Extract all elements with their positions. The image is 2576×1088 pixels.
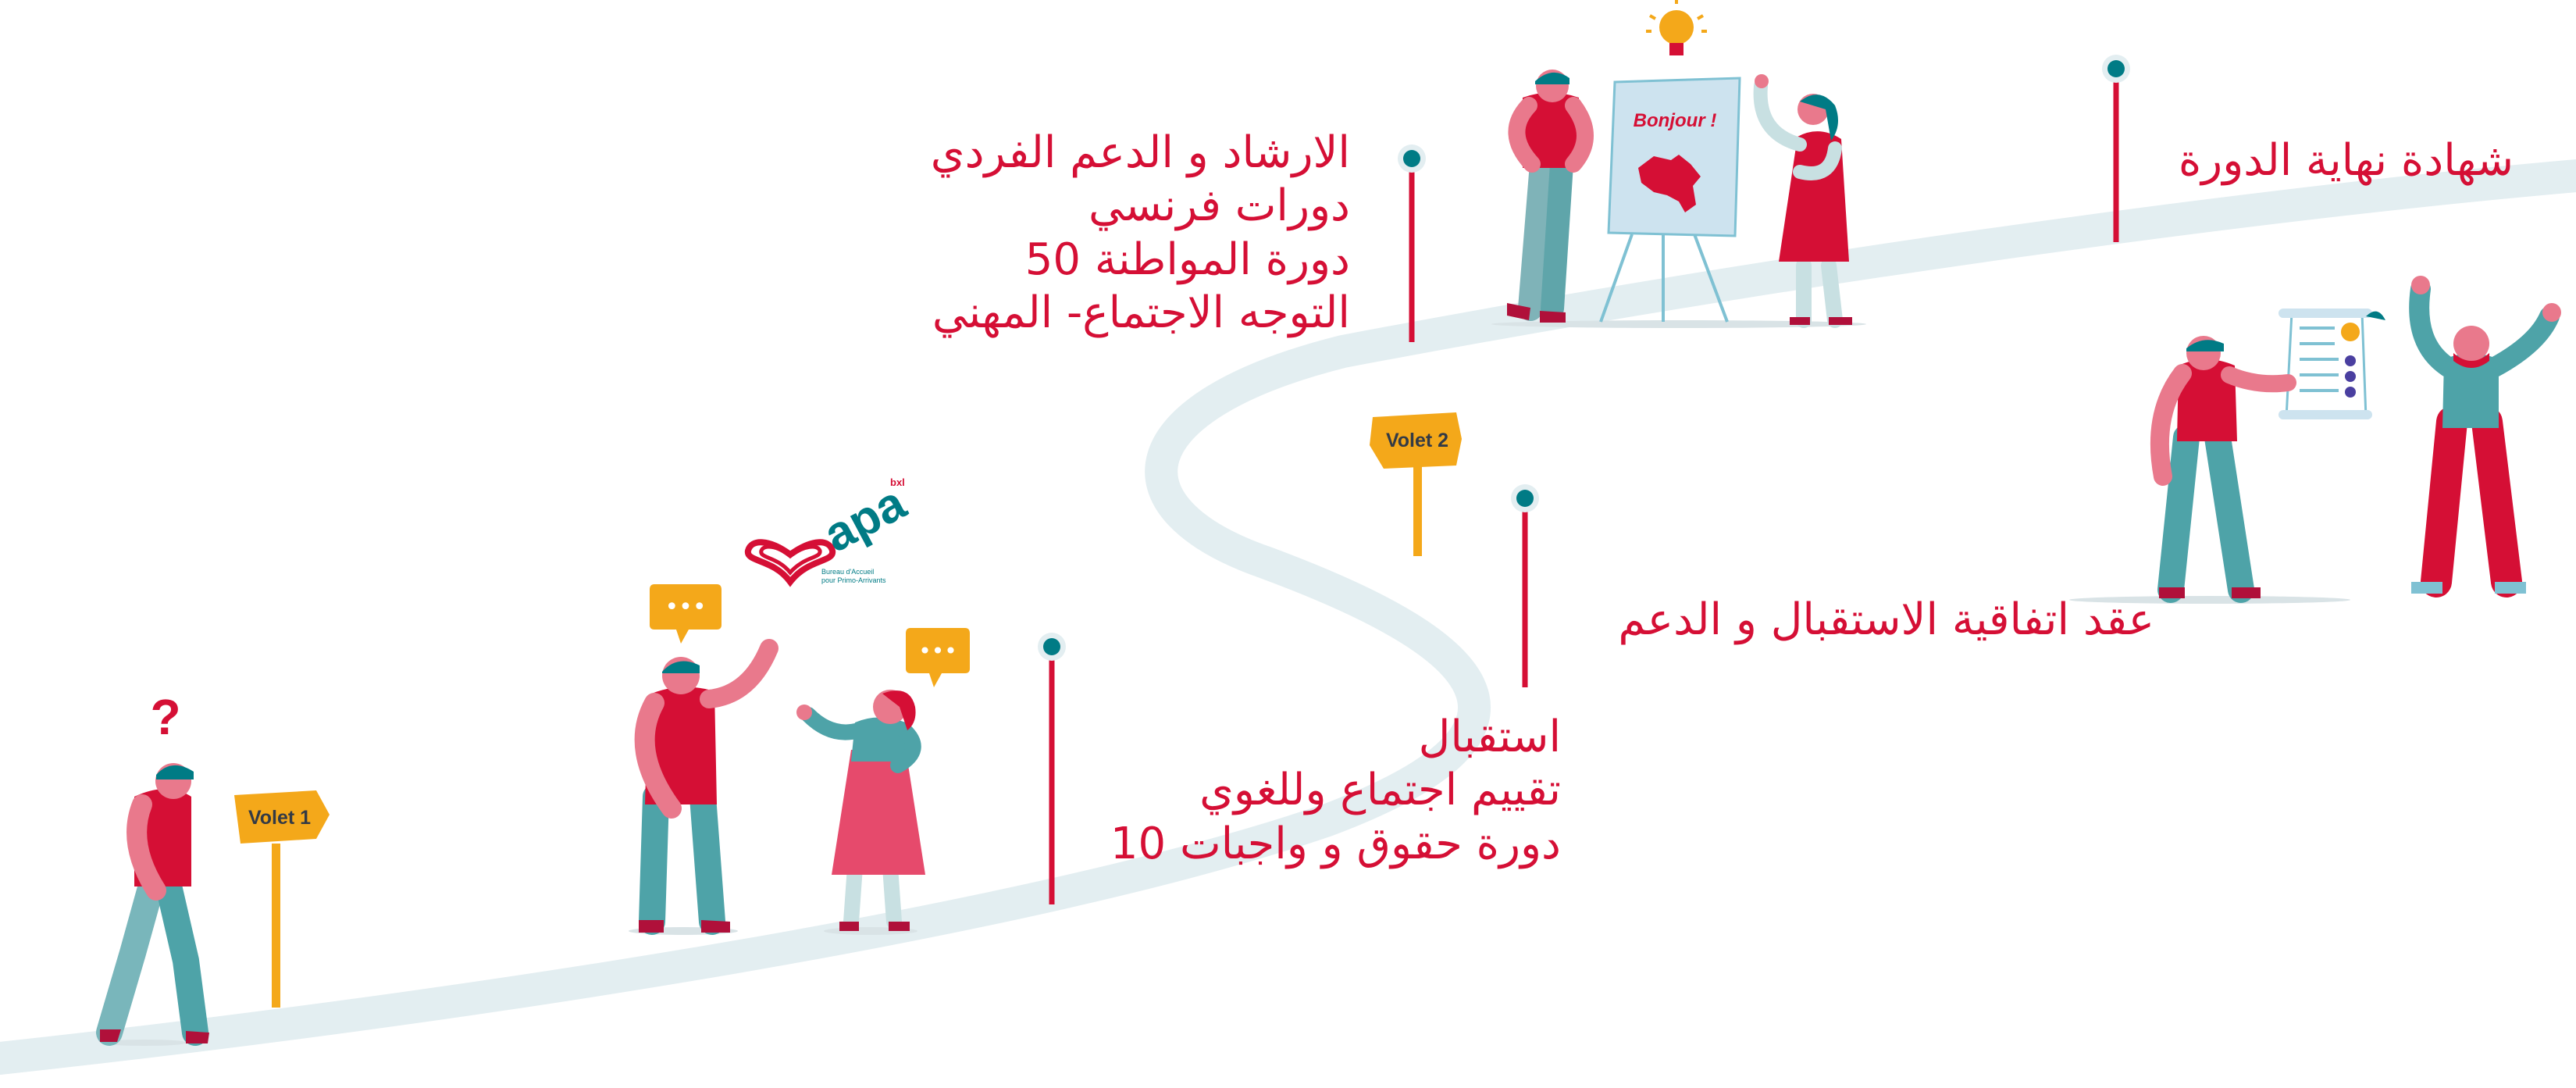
step2-text: عقد اتفاقية الاستقبال و الدعم bbox=[1618, 594, 2154, 647]
svg-text:•••: ••• bbox=[664, 594, 706, 621]
step3-line-1: الارشاد و الدعم الفردي bbox=[930, 127, 1350, 178]
speech-bubble-icon: ••• bbox=[650, 584, 721, 644]
milestone-pin-1 bbox=[1038, 633, 1066, 904]
talking-man-person: ••• bbox=[629, 584, 779, 935]
step3-line-2: دورات فرنسي bbox=[1088, 180, 1350, 232]
board-greeting: Bonjour ! bbox=[1634, 110, 1717, 131]
checklist-document-icon bbox=[2278, 309, 2385, 419]
lightbulb-icon bbox=[1646, 0, 1707, 55]
milestone-pin-2 bbox=[1511, 484, 1539, 687]
teaching-scene: Bonjour ! bbox=[1491, 0, 1866, 328]
volet2-sign-label: Volet 2 bbox=[1386, 430, 1448, 451]
belgium-map-icon bbox=[1638, 155, 1701, 212]
milestone-pin-4 bbox=[2102, 55, 2130, 242]
step3-line-3: دورة المواطنة 50 bbox=[1024, 234, 1350, 285]
step3-text: الارشاد و الدعم الفردي دورات فرنسي دورة … bbox=[931, 127, 1350, 340]
milestone-pin-3 bbox=[1398, 144, 1426, 342]
apa-logo-tagline-2: pour Primo-Arrivants bbox=[821, 576, 886, 584]
volet1-signpost: Volet 1 bbox=[234, 790, 330, 1008]
step4-text: شهادة نهاية الدورة bbox=[2179, 134, 2514, 187]
heart-logo-icon bbox=[744, 539, 836, 587]
step1-line-3: دورة حقوق و واجبات 10 bbox=[1110, 818, 1561, 869]
step1-text: استقبال تقييم اجتماع وللغوي دورة حقوق و … bbox=[1110, 711, 1561, 871]
apa-logo-badge: bxl bbox=[890, 476, 905, 488]
confused-walker-person: ? bbox=[96, 689, 209, 1046]
journey-road bbox=[0, 159, 2576, 1075]
volet1-sign-label: Volet 1 bbox=[248, 807, 311, 829]
step3-line-4: التوجه الاجتماع- المهني bbox=[932, 287, 1350, 338]
step1-line-1: استقبال bbox=[1418, 712, 1561, 762]
question-mark-icon: ? bbox=[150, 689, 180, 745]
speech-bubble-icon: ••• bbox=[906, 628, 970, 687]
agreement-scene bbox=[2069, 276, 2561, 604]
step2-line: عقد اتفاقية الاستقبال و الدعم bbox=[1618, 594, 2154, 645]
svg-text:•••: ••• bbox=[918, 638, 957, 664]
step4-line: شهادة نهاية الدورة bbox=[2178, 135, 2514, 186]
step1-line-2: تقييم اجتماع وللغوي bbox=[1199, 765, 1561, 816]
talking-woman-person: ••• bbox=[796, 628, 970, 935]
volet2-signpost: Volet 2 bbox=[1370, 412, 1462, 556]
apa-logo: apa bxl Bureau d'Accueil pour Primo-Arri… bbox=[744, 476, 914, 587]
apa-logo-tagline-1: Bureau d'Accueil bbox=[821, 568, 874, 576]
